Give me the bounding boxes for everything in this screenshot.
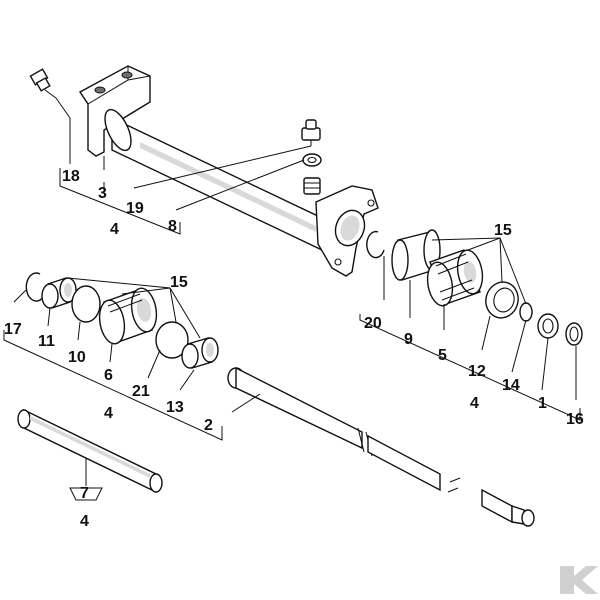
part-18-grease-nipple (29, 68, 57, 99)
label-8: 8 (168, 218, 177, 235)
label-4-right: 4 (470, 395, 479, 412)
label-20: 20 (364, 315, 382, 332)
label-5: 5 (438, 347, 447, 364)
label-16: 16 (566, 411, 584, 428)
part-16-snap-ring (565, 322, 583, 346)
part-21-o-ring (155, 321, 189, 359)
label-12: 12 (468, 363, 486, 380)
label-2: 2 (204, 417, 213, 434)
part-17-circlip (25, 272, 45, 302)
label-3: 3 (98, 185, 107, 202)
part-7-pin (17, 408, 163, 494)
label-18: 18 (62, 168, 80, 185)
label-15-left: 15 (170, 274, 188, 291)
label-21: 21 (132, 383, 150, 400)
label-1: 1 (538, 395, 547, 412)
part-8-washer (302, 153, 322, 167)
part-5-piston (426, 249, 484, 307)
label-9: 9 (404, 331, 413, 348)
label-10: 10 (68, 349, 86, 366)
part-12-seal (485, 281, 519, 319)
part-19-grease-nipple (301, 119, 321, 146)
label-17: 17 (4, 321, 22, 338)
part-14-o-ring (519, 302, 533, 322)
kramp-k-logo-icon (560, 566, 598, 594)
part-labels: 18 3 19 8 4 15 20 9 5 12 14 1 16 4 15 17… (4, 168, 584, 530)
label-13: 13 (166, 399, 184, 416)
label-7: 7 (80, 485, 89, 502)
label-4-left: 4 (104, 405, 113, 422)
label-4-top: 4 (110, 221, 119, 238)
part-2-piston-rod (227, 366, 535, 527)
part-1-washer (537, 313, 559, 339)
part-13-gland-nut (181, 337, 219, 369)
label-15-right: 15 (494, 222, 512, 239)
part-10-o-ring (71, 285, 101, 323)
label-14: 14 (502, 377, 520, 394)
threaded-boss (303, 177, 321, 195)
label-11: 11 (38, 333, 55, 350)
part-11-bushing (41, 277, 77, 309)
label-4-bottom: 4 (80, 513, 89, 530)
leader-lines (3, 97, 581, 501)
part-3-main-tube (78, 65, 379, 277)
label-6: 6 (104, 367, 113, 384)
label-19: 19 (126, 200, 144, 217)
part-20-circlip (366, 230, 385, 259)
part-6-piston (98, 287, 158, 345)
